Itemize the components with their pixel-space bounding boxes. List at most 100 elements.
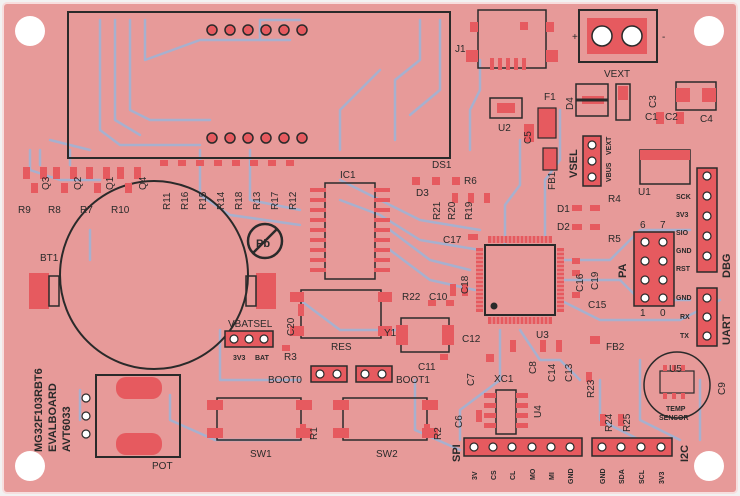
label-c16: C16 bbox=[575, 273, 586, 292]
label-boot0: BOOT0 bbox=[268, 375, 302, 386]
label-pa-pin1: 1 bbox=[640, 308, 646, 319]
vext-pin-plus bbox=[591, 25, 613, 47]
label-r6: R6 bbox=[464, 176, 477, 187]
label-pb: Pb bbox=[256, 238, 270, 250]
label-pa: PA bbox=[617, 263, 629, 278]
label-q4: Q4 bbox=[138, 176, 149, 190]
label-spi-pin-5: MI bbox=[549, 472, 556, 480]
label-pa-pin0: 0 bbox=[660, 308, 666, 319]
label-c6: C6 bbox=[454, 415, 465, 428]
label-r1: R1 bbox=[309, 427, 320, 440]
label-q3: Q3 bbox=[41, 176, 52, 190]
label-r12: R12 bbox=[288, 191, 299, 210]
label-spi-pin-2: CS bbox=[491, 470, 498, 480]
label-temp: TEMP bbox=[666, 406, 686, 413]
label-r16: R16 bbox=[180, 191, 191, 210]
label-r20: R20 bbox=[447, 201, 458, 220]
cap-c5 bbox=[524, 124, 534, 142]
boot0-pin-b bbox=[332, 369, 342, 379]
spi-header bbox=[463, 437, 583, 457]
label-i2c-pin-2: SDA bbox=[619, 469, 626, 484]
label-vsel-vbus: VBUS bbox=[606, 162, 613, 182]
mounting-hole-tl bbox=[15, 16, 45, 46]
label-uart-pin-1: GND bbox=[676, 295, 692, 302]
label-bt1: BT1 bbox=[40, 253, 59, 264]
switch-sw1 bbox=[216, 397, 302, 441]
temp-sensor-pads bbox=[663, 365, 685, 399]
label-r25: R25 bbox=[622, 413, 633, 432]
label-vext-plus: + bbox=[572, 32, 578, 43]
label-r8: R8 bbox=[48, 205, 61, 216]
ferrite-fb1 bbox=[542, 147, 558, 171]
label-ds1: DS1 bbox=[432, 160, 452, 171]
label-d3: D3 bbox=[416, 188, 429, 199]
reset-switch-pads bbox=[290, 292, 392, 336]
boot0-pin-a bbox=[315, 369, 325, 379]
label-sw2: SW2 bbox=[376, 449, 398, 460]
uart-pins bbox=[702, 293, 712, 341]
label-evalboard: EVALBOARD bbox=[47, 383, 59, 452]
label-sensor: SENSOR bbox=[659, 415, 689, 422]
mounting-hole-bl bbox=[15, 451, 45, 481]
cap-c4-pad-a bbox=[676, 88, 690, 102]
label-vbatsel-bat: BAT bbox=[255, 355, 270, 362]
display-ds1-outline bbox=[67, 11, 451, 159]
ic-u4 bbox=[495, 389, 517, 435]
u1-tab bbox=[640, 150, 690, 160]
mounting-hole-tr bbox=[694, 16, 724, 46]
label-y1: Y1 bbox=[384, 328, 397, 339]
label-c20: C20 bbox=[286, 317, 297, 336]
ic-u2-pad bbox=[497, 103, 515, 113]
label-spi-pin-4: MO bbox=[530, 468, 537, 480]
label-r4: R4 bbox=[608, 194, 621, 205]
label-r11: R11 bbox=[162, 192, 173, 210]
i2c-pins bbox=[597, 442, 666, 452]
label-xc1: XC1 bbox=[494, 374, 514, 385]
fuse-f1 bbox=[537, 107, 557, 139]
label-f1: F1 bbox=[544, 92, 556, 103]
label-r13: R13 bbox=[252, 191, 263, 210]
usb-pads bbox=[466, 22, 558, 70]
label-res: RES bbox=[331, 342, 352, 353]
label-i2c-pin-1: GND bbox=[600, 468, 607, 484]
u4-pads bbox=[484, 393, 528, 428]
label-c15: C15 bbox=[588, 300, 607, 311]
label-pa-pin7: 7 bbox=[660, 220, 666, 231]
pot-pad-top bbox=[116, 377, 162, 399]
label-d2: D2 bbox=[557, 222, 570, 233]
label-avt: AVT6033 bbox=[61, 406, 73, 452]
label-i2c-pin-4: 3V3 bbox=[659, 471, 666, 484]
label-q1: Q1 bbox=[105, 176, 116, 190]
label-i2c-pin-3: SCL bbox=[639, 469, 646, 484]
label-dbg-pin-3: SIO bbox=[676, 230, 689, 237]
label-r14: R14 bbox=[216, 191, 227, 210]
battery-clip-right bbox=[245, 275, 257, 307]
boot1-pin-a bbox=[360, 369, 370, 379]
label-c19: C19 bbox=[590, 271, 601, 290]
label-r23: R23 bbox=[586, 379, 597, 398]
label-r19: R19 bbox=[464, 201, 475, 220]
label-spi-pin-1: 3V bbox=[472, 471, 479, 480]
label-chip: MG32F103RBT6 bbox=[33, 368, 45, 452]
label-dbg-title: DBG bbox=[721, 254, 733, 278]
cap-c4-pad-b bbox=[702, 88, 716, 102]
display-pins-top bbox=[206, 24, 308, 36]
label-d4: D4 bbox=[565, 97, 576, 110]
pa-pins bbox=[640, 237, 668, 303]
pa-header bbox=[633, 231, 675, 307]
label-c10: C10 bbox=[429, 292, 448, 303]
label-c1: C1 bbox=[645, 112, 658, 123]
label-sw1: SW1 bbox=[250, 449, 272, 460]
label-r24: R24 bbox=[604, 413, 615, 432]
temp-sensor-chip bbox=[659, 370, 695, 394]
label-r22: R22 bbox=[402, 292, 421, 303]
usb-connector-j1 bbox=[477, 9, 547, 69]
silkscreen-labels: J1 U2 C5 F1 D4 C3 C1 C2 C4 VEXT + - FB1 … bbox=[18, 32, 733, 484]
label-c12: C12 bbox=[462, 334, 481, 345]
label-fb1: FB1 bbox=[547, 171, 558, 190]
label-spi-pin-3: CL bbox=[510, 470, 517, 480]
label-c9: C9 bbox=[717, 382, 728, 395]
spi-pins bbox=[469, 442, 575, 452]
label-r15: R15 bbox=[198, 191, 209, 210]
label-r7: R7 bbox=[80, 205, 93, 216]
